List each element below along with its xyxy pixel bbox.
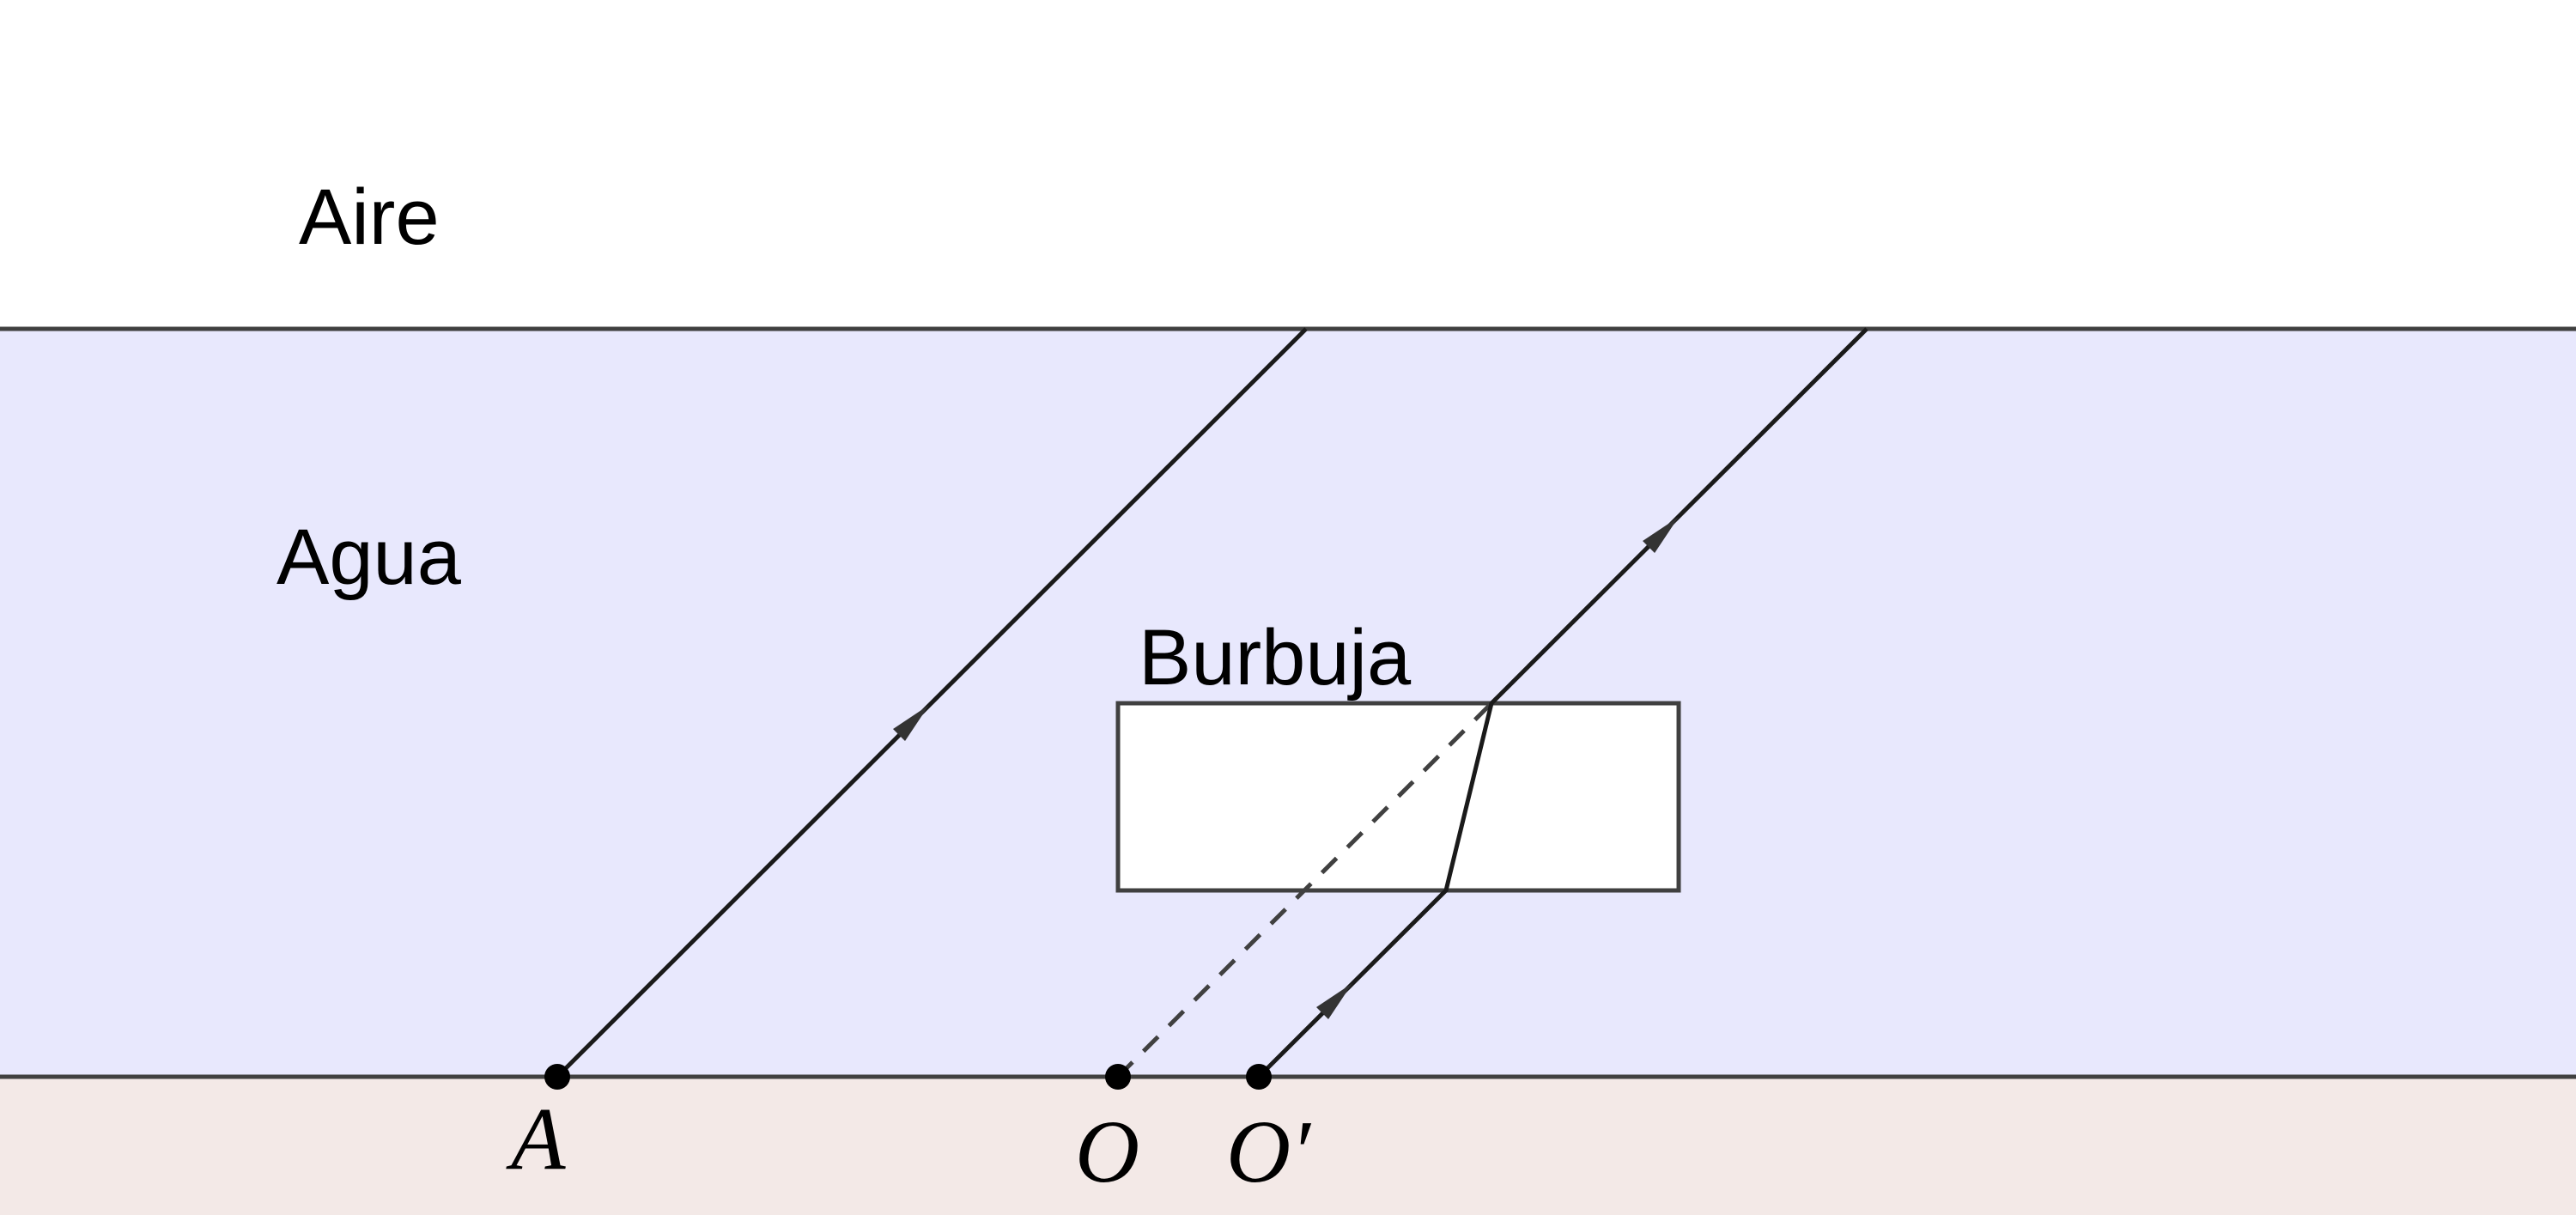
point-o <box>1105 1064 1131 1090</box>
bubble-label: Burbuja <box>1139 614 1412 702</box>
ray-o-prime <box>1257 327 1868 1078</box>
point-o-prime-label: O′ <box>1226 1103 1312 1201</box>
air-region <box>0 0 2576 329</box>
air-label: Aire <box>299 173 440 261</box>
virtual-ray-o <box>1116 702 1493 1078</box>
ray-o-prime-arrow-upper <box>1643 517 1679 553</box>
point-o-prime <box>1246 1064 1272 1090</box>
point-a-label: A <box>506 1090 566 1188</box>
water-label: Agua <box>276 513 462 601</box>
ray-a <box>556 327 1308 1078</box>
ray-a-arrow <box>893 705 929 741</box>
ray-o-prime-arrow-lower <box>1316 983 1352 1019</box>
point-a <box>544 1064 570 1090</box>
floor-region <box>0 1077 2576 1215</box>
bubble <box>1115 701 1681 893</box>
point-o-label: O <box>1075 1103 1139 1201</box>
